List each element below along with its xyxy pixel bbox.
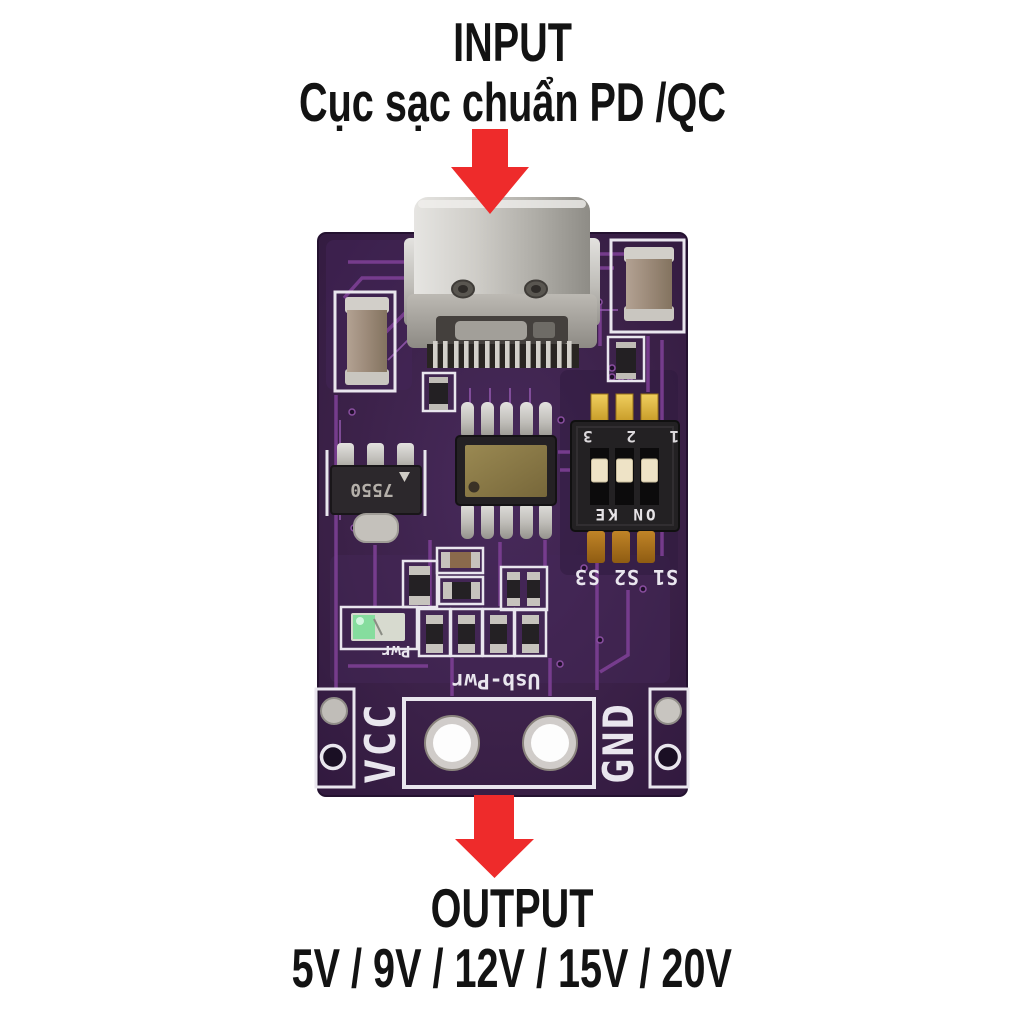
regulator-silkscreen	[325, 450, 427, 516]
usb-shell-highlight	[418, 200, 586, 208]
vcc-hole-center	[433, 724, 471, 762]
dip-pin-bottom	[587, 531, 605, 563]
ic-pins-bottom	[461, 502, 552, 539]
regulator-tab	[353, 513, 399, 543]
pcb-traces-thin	[339, 309, 618, 520]
input-caption: INPUT Cục sạc chuẩn PD /QC	[0, 12, 1024, 132]
output-terminal	[402, 697, 596, 789]
usb-dimple-center	[531, 285, 541, 293]
dip-pin	[615, 393, 634, 425]
output-caption: OUTPUT 5V / 9V / 12V / 15V / 20V	[0, 878, 1024, 998]
dip-slider	[591, 458, 608, 483]
usb-dimple-center	[458, 285, 468, 293]
led-label: Pwr	[382, 642, 411, 661]
ic-pin1-dot	[468, 481, 480, 493]
corner-pads-left	[314, 687, 356, 789]
capacitor-right	[609, 238, 686, 334]
corner-pads-right	[648, 687, 690, 789]
dip-slider	[641, 458, 658, 483]
dip-switch: 1 2 3 ON KE	[570, 393, 680, 563]
pcb-board: 7550	[314, 197, 690, 797]
usb-c-connector	[404, 197, 600, 368]
usb-pins	[433, 341, 572, 368]
dip-pin-bottom	[612, 531, 630, 563]
regulator-7550: 7550	[325, 443, 427, 543]
trigger-ic	[455, 402, 557, 539]
gnd-label: GND	[594, 702, 643, 784]
resistor-cluster	[401, 546, 549, 658]
dip-on-marking: ON KE	[592, 505, 655, 524]
ic-die-top	[465, 445, 547, 497]
dip-bevel	[576, 426, 674, 526]
regulator-marking: 7550	[350, 479, 393, 500]
gnd-hole-center	[531, 724, 569, 762]
power-led: Pwr	[339, 605, 419, 661]
usb-slot-tab-small	[533, 322, 555, 338]
usb-pwr-label: Usb-Pwr	[452, 669, 541, 693]
ic-pins-top	[461, 402, 552, 439]
smd-box-right	[606, 335, 646, 383]
dip-pin	[590, 393, 609, 425]
usb-pin-base	[427, 344, 579, 368]
dip-pin-bottom	[637, 531, 655, 563]
input-title: INPUT	[452, 11, 572, 73]
output-subtitle: 5V / 9V / 12V / 15V / 20V	[291, 937, 733, 999]
output-arrow-icon	[455, 795, 534, 878]
smd-box-left	[421, 371, 457, 413]
dip-slider	[616, 458, 633, 483]
capacitor-left	[333, 290, 397, 393]
pin1-triangle	[399, 472, 410, 482]
usb-slot-tab	[455, 321, 527, 340]
output-title: OUTPUT	[430, 877, 594, 939]
dip-pin	[640, 393, 659, 425]
input-arrow-icon	[451, 129, 529, 214]
dip-numbers: 1 2 3	[571, 427, 679, 446]
switch-channel-labels: S1 S2 S3	[574, 565, 678, 589]
input-subtitle: Cục sạc chuẩn PD /QC	[298, 71, 726, 133]
vcc-label: VCC	[356, 702, 405, 784]
